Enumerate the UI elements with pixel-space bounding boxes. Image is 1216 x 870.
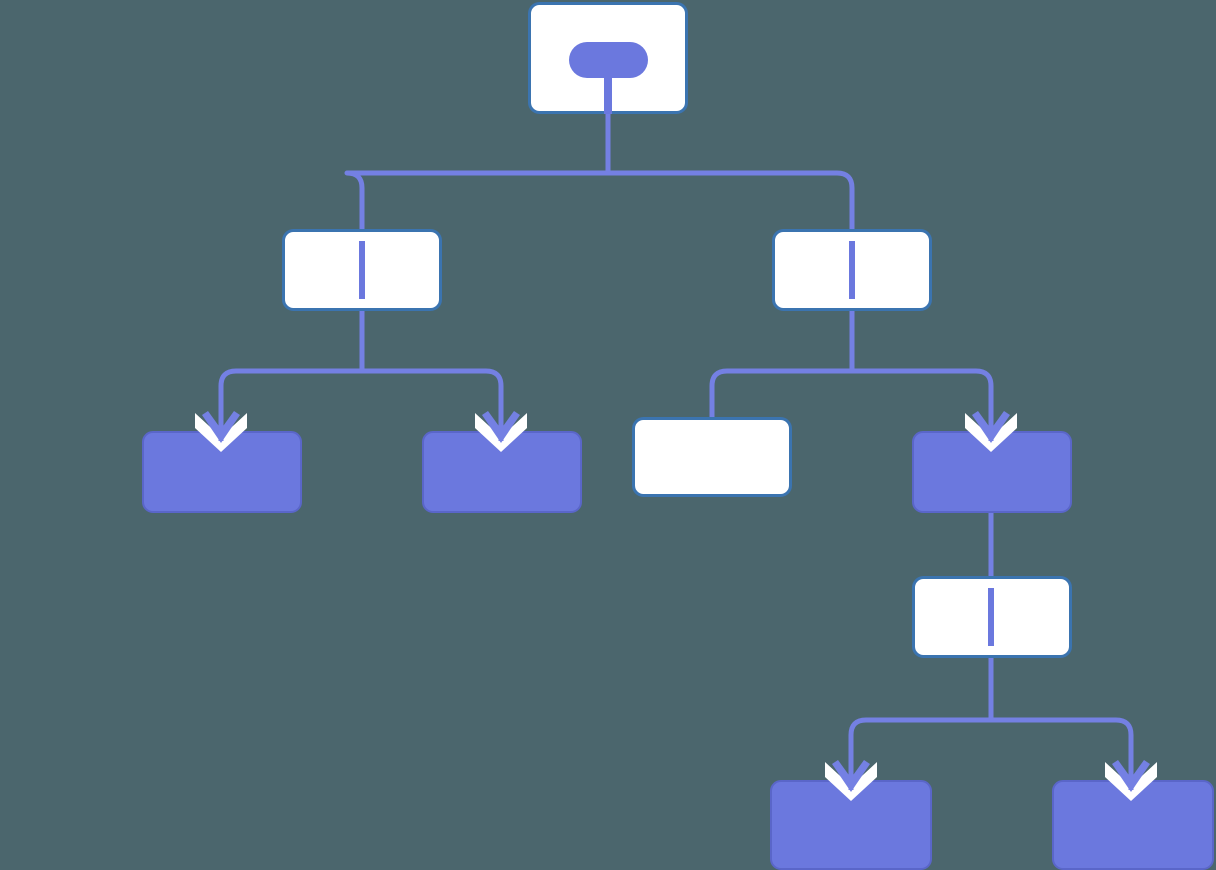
arrow-highlight-chevron-icon xyxy=(1105,762,1157,801)
node-entry-arrow xyxy=(965,393,1017,452)
node-entry-arrow xyxy=(195,393,247,452)
arrowhead-icon xyxy=(202,411,240,443)
root-node[interactable] xyxy=(528,2,688,115)
arrow-highlight-chevron-icon xyxy=(965,413,1017,452)
connector-right-branch-to-purple-branch[interactable] xyxy=(852,368,994,441)
node-entry-arrow xyxy=(825,742,877,801)
arrowhead-icon xyxy=(832,760,870,792)
connector-left-branch-to-leaf-1[interactable] xyxy=(218,368,362,441)
arrowhead-icon xyxy=(1112,760,1150,792)
arrowhead-icon xyxy=(972,411,1010,443)
plain-white-node[interactable] xyxy=(632,417,792,497)
node-layer xyxy=(142,2,1214,870)
connector-root-to-left-branch[interactable] xyxy=(344,170,608,229)
arrow-highlight-chevron-icon xyxy=(825,762,877,801)
branch-node-left[interactable] xyxy=(282,229,442,311)
connector-left-branch-to-leaf-2[interactable] xyxy=(362,368,504,441)
connector-root-to-right-branch[interactable] xyxy=(608,170,855,229)
node-entry-arrow xyxy=(475,393,527,452)
node-body[interactable] xyxy=(632,417,792,497)
arrowhead-layer xyxy=(195,393,1157,801)
sub-branch-node[interactable] xyxy=(912,576,1072,658)
arrowhead-icon xyxy=(482,411,520,443)
connector-right-branch-to-white-node[interactable] xyxy=(709,368,852,417)
node-entry-arrow xyxy=(1105,742,1157,801)
connector-sub-branch-to-leaf-4[interactable] xyxy=(991,717,1134,790)
arrow-highlight-chevron-icon xyxy=(475,413,527,452)
connector-sub-branch-to-leaf-3[interactable] xyxy=(848,717,991,790)
connector-layer xyxy=(218,110,1134,790)
branch-node-right[interactable] xyxy=(772,229,932,311)
arrow-highlight-chevron-icon xyxy=(195,413,247,452)
